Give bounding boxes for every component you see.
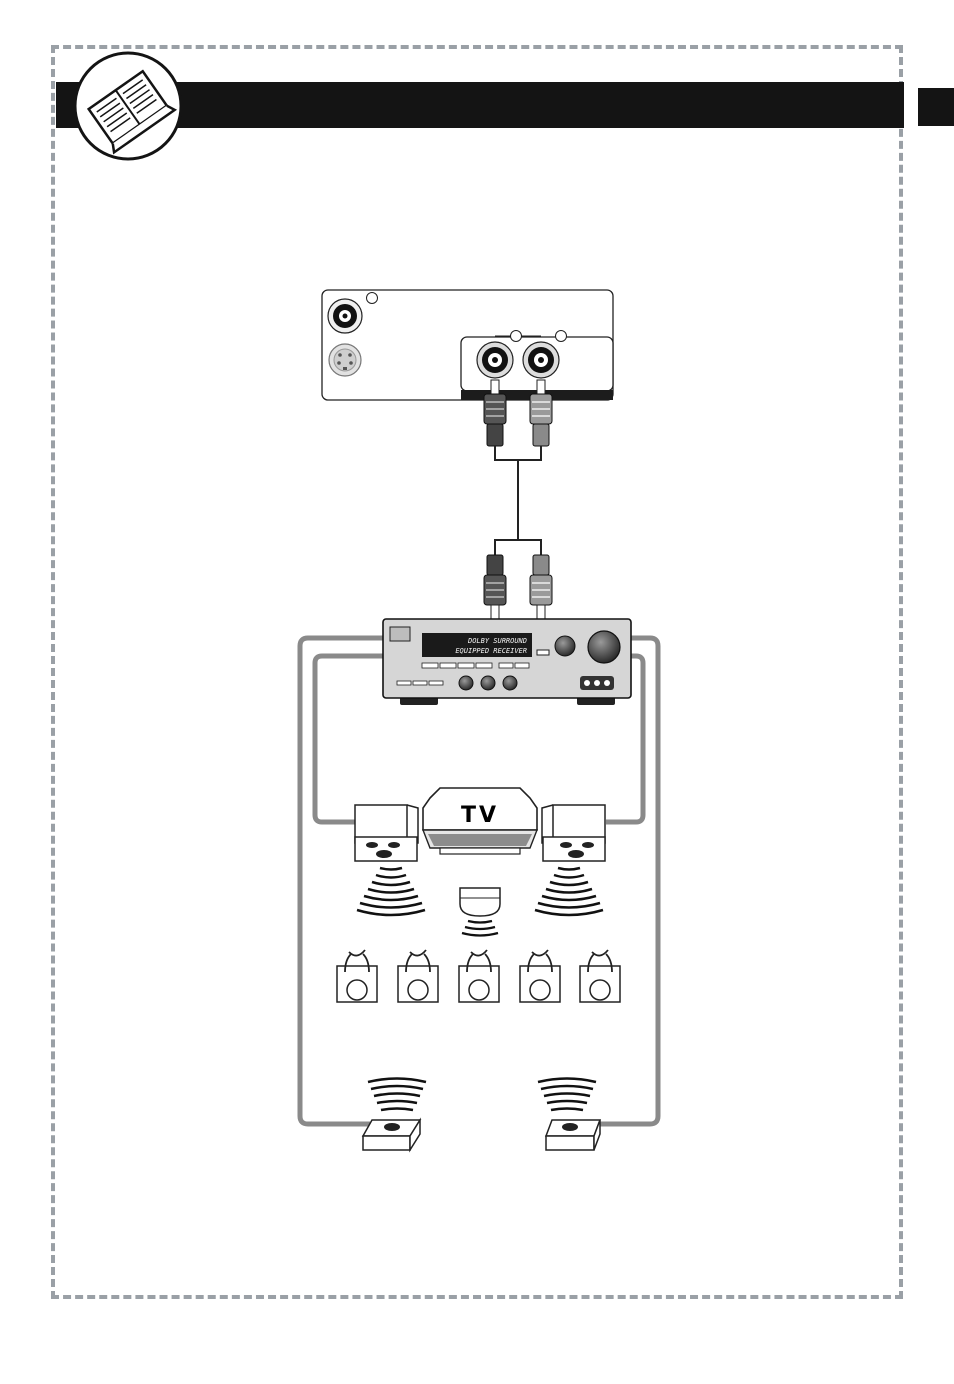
audio-out-right-jack (523, 342, 559, 378)
player-back-panel (322, 290, 613, 400)
rear-left-speaker (363, 1120, 420, 1150)
video-out-jack (328, 299, 362, 333)
speaker-wires (300, 638, 658, 1124)
rear-left-sound-waves (368, 1079, 426, 1111)
receiver-display: DOLBY SURROUND EQUIPPED RECEIVER (422, 633, 532, 657)
front-right-speaker (542, 805, 605, 861)
tv-set: TV (423, 788, 537, 854)
listener-2 (398, 950, 438, 1002)
rca-plug-lower-right (530, 555, 552, 619)
small-knob (555, 636, 575, 656)
center-speaker (460, 888, 500, 916)
s-video-jack (329, 344, 361, 376)
rear-right-sound-waves (538, 1079, 596, 1111)
audio-cable (495, 446, 541, 555)
listener-5 (580, 950, 620, 1002)
display-line-2: EQUIPPED RECEIVER (455, 647, 527, 655)
listener-4 (520, 950, 560, 1002)
front-left-speaker (355, 805, 418, 861)
volume-knob (588, 631, 620, 663)
front-left-sound-waves (357, 868, 425, 915)
rca-plug-lower-left (484, 555, 506, 619)
rear-right-speaker (546, 1120, 600, 1150)
listener-3 (459, 950, 499, 1002)
av-receiver: DOLBY SURROUND EQUIPPED RECEIVER (383, 619, 631, 705)
audio-out-left-jack (477, 342, 513, 378)
tv-label: TV (461, 803, 499, 828)
center-sound-waves (462, 921, 498, 936)
front-right-sound-waves (535, 868, 603, 915)
listener-1 (337, 950, 377, 1002)
display-line-1: DOLBY SURROUND (467, 637, 527, 645)
